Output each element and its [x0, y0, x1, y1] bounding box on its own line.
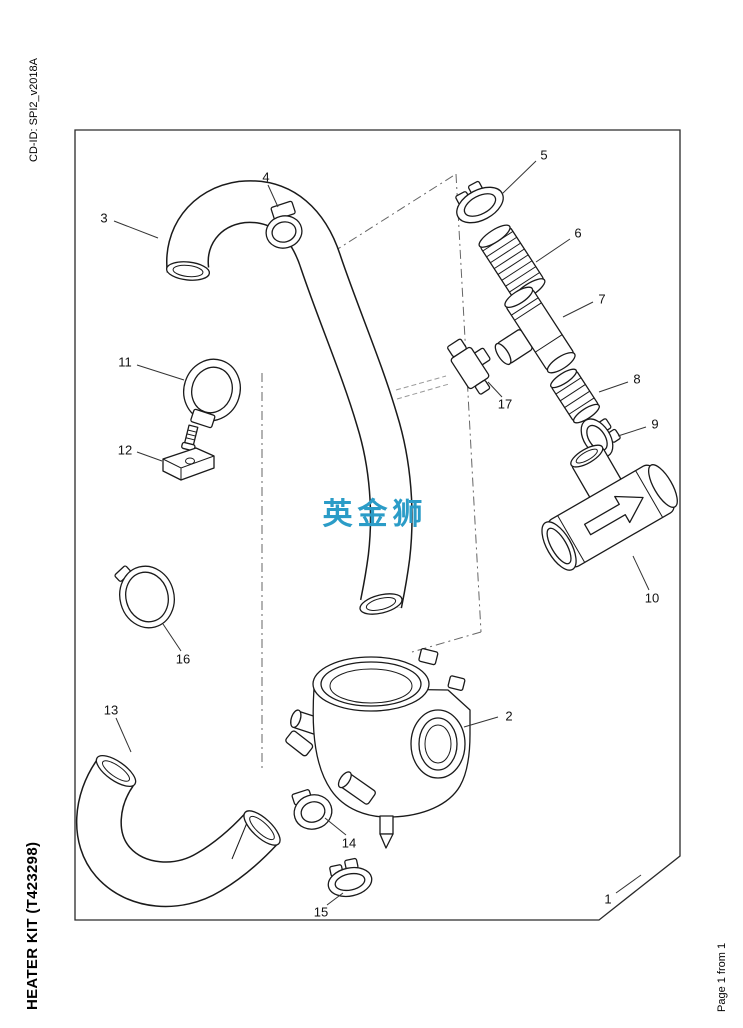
callout-4: 4 [262, 169, 270, 185]
part-15-clamp [327, 857, 373, 898]
assembly-boundary-dashes [261, 173, 482, 770]
part-5-clamp [455, 180, 504, 224]
callout-7: 7 [598, 291, 606, 307]
callout-17: 17 [497, 396, 513, 412]
watermark-text: 英金狮 [322, 498, 428, 531]
part-14-clamp [291, 789, 333, 830]
part-12-bracket [162, 447, 215, 481]
callout-9: 9 [651, 416, 659, 432]
part-8-adapter [550, 368, 600, 424]
callout-8: 8 [633, 371, 641, 387]
part-17-valve [447, 338, 491, 395]
part-7-tee-connector [494, 286, 576, 374]
part-16-ring-clamp [114, 565, 175, 629]
callout-10: 10 [644, 590, 660, 606]
callout-15: 15 [313, 904, 329, 920]
diagram-frame [74, 129, 681, 921]
leader-lines [113, 160, 650, 906]
callout-14: 14 [341, 835, 357, 851]
callout-5: 5 [540, 147, 548, 163]
part-3-heater-hose-upper [165, 180, 413, 615]
part-2-housing-assembly [285, 648, 471, 849]
callout-12: 12 [117, 442, 133, 458]
callout-3: 3 [100, 210, 108, 226]
part-11-clamp-screw [181, 358, 241, 452]
callout-6: 6 [574, 225, 582, 241]
callout-2: 2 [505, 708, 513, 724]
callout-11: 11 [118, 354, 132, 370]
callout-16: 16 [175, 651, 191, 667]
callout-1: 1 [604, 891, 612, 907]
callout-13: 13 [103, 702, 119, 718]
part-6-adapter [478, 224, 546, 302]
part-10-flow-pipe [541, 444, 678, 571]
part-13-heater-hose-lower [75, 755, 281, 908]
